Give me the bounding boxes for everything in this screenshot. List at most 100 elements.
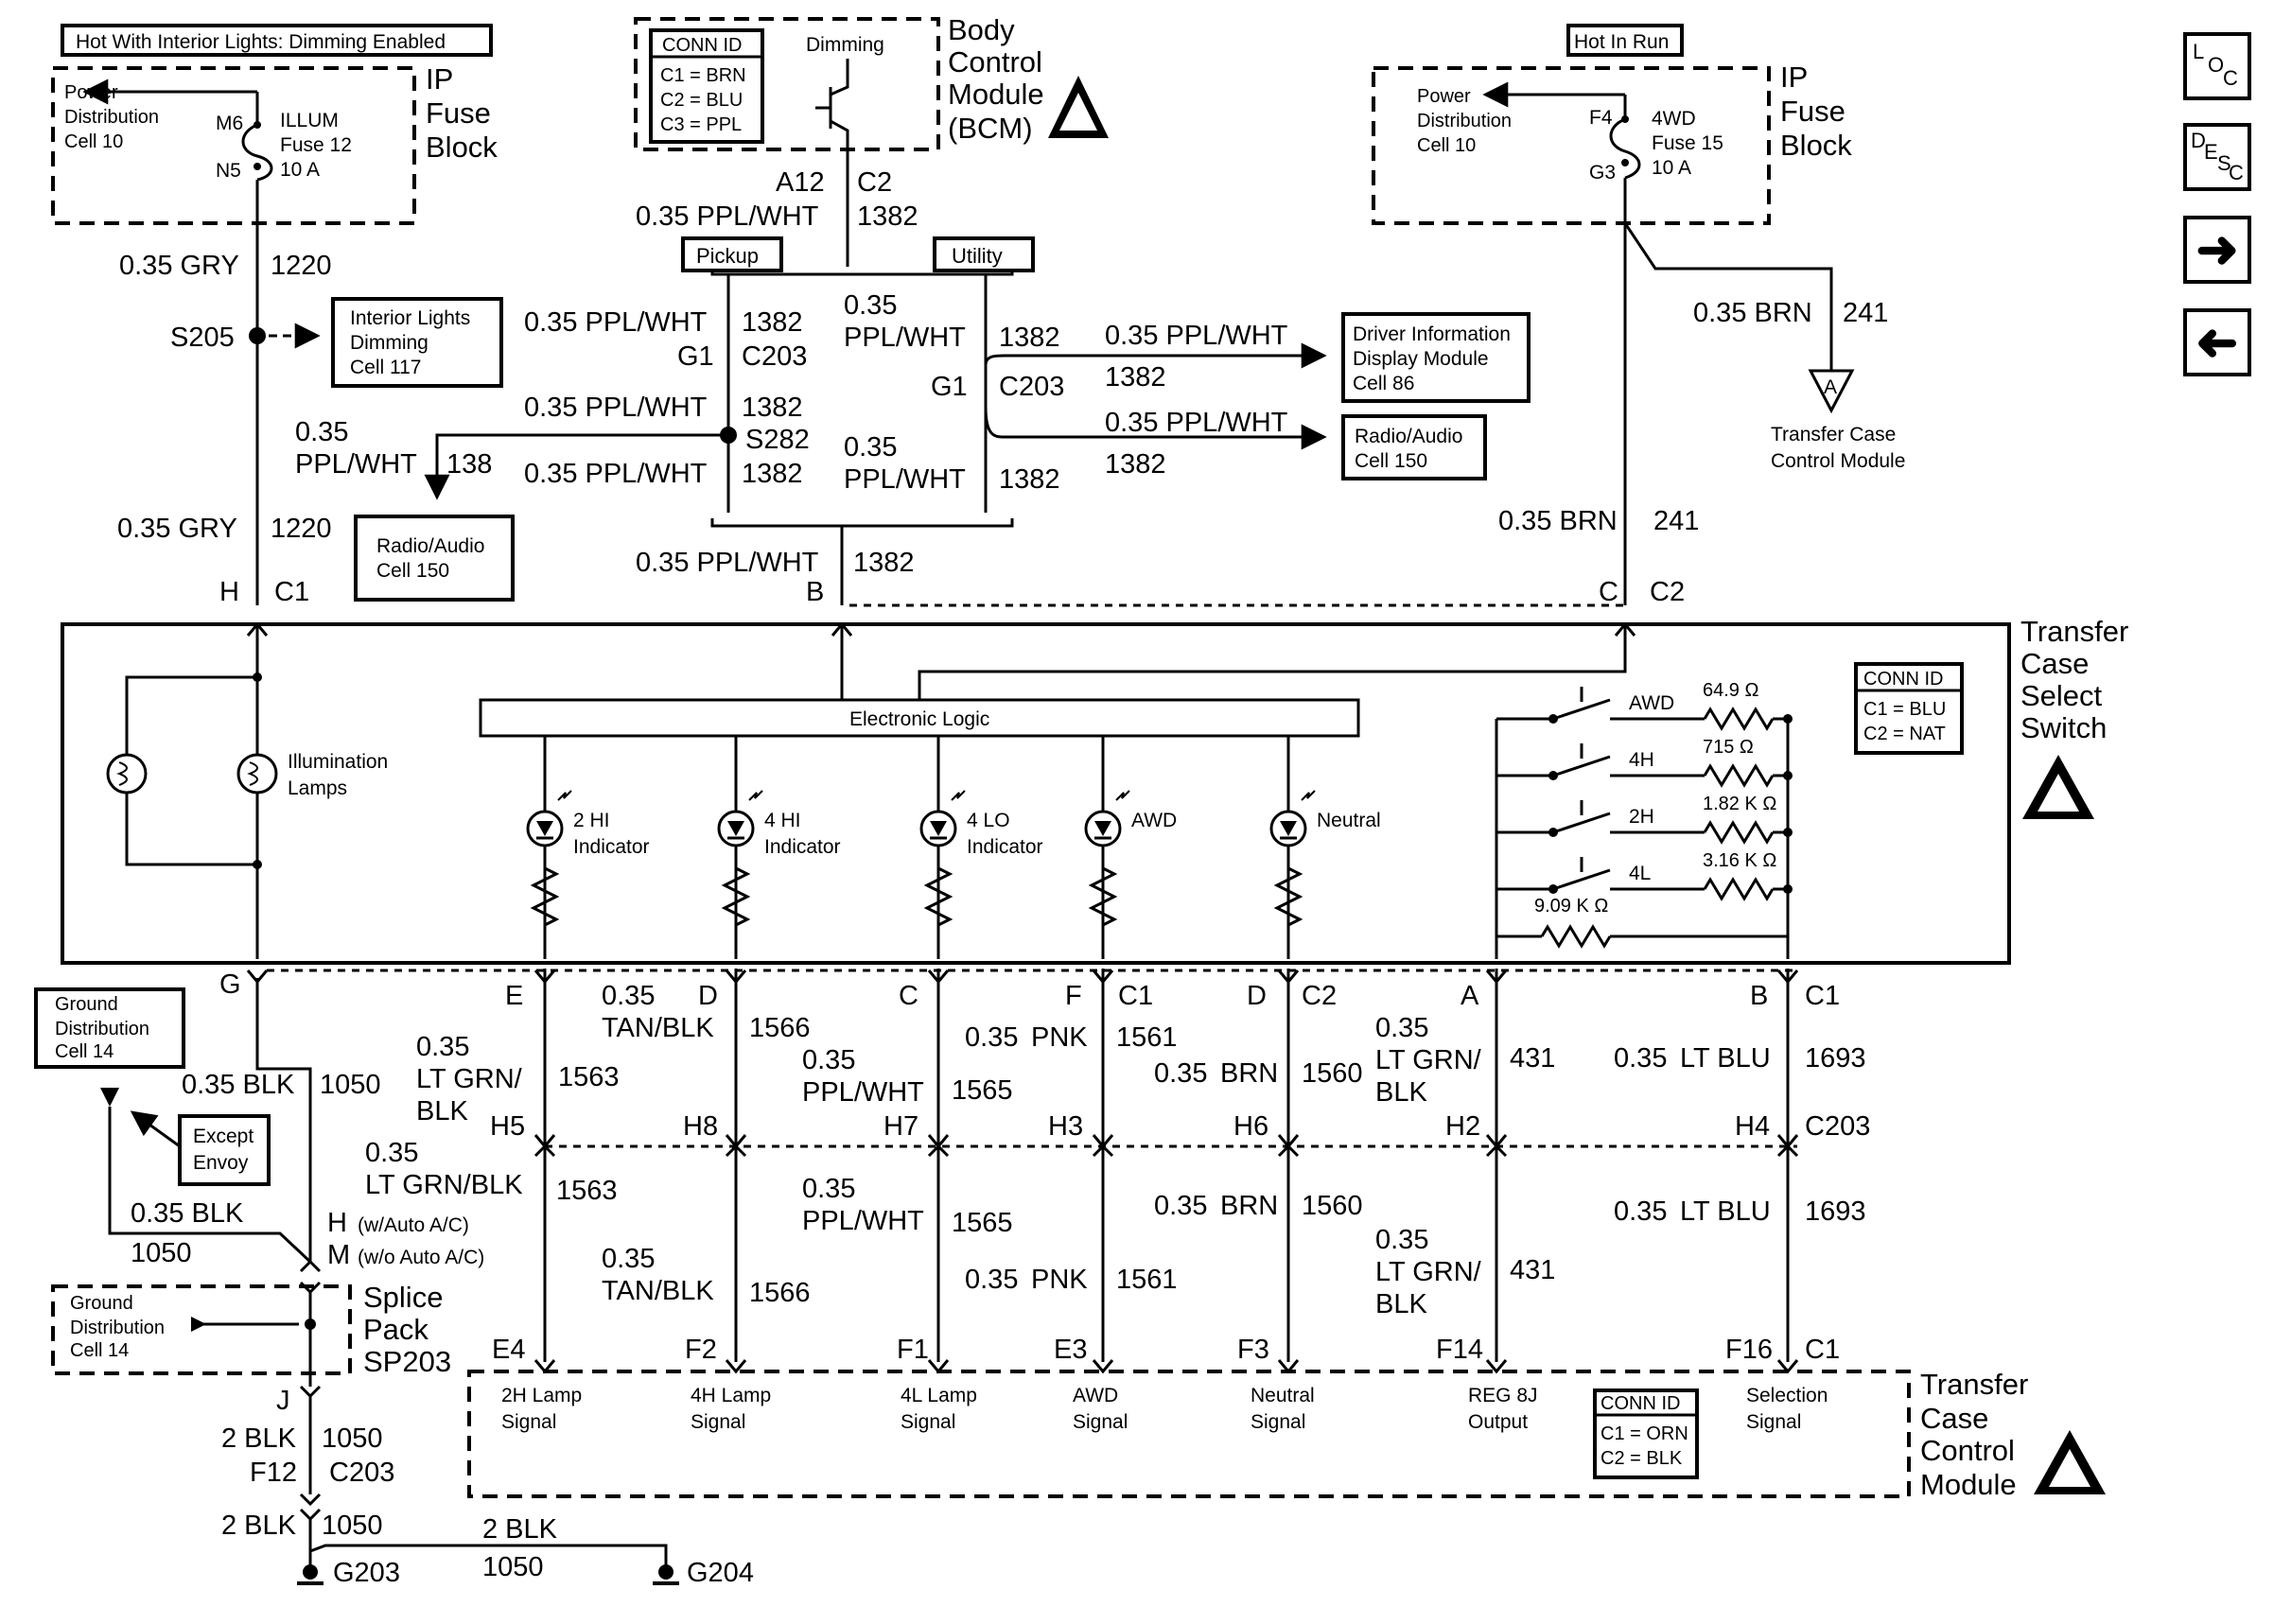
tccm-conn-id: CONN ID — [1601, 1393, 1680, 1414]
pin-j: J — [276, 1386, 290, 1416]
esd-icon-tccm — [2034, 1430, 2106, 1494]
pin-e: E — [505, 981, 523, 1011]
blk2c-circuit: 1050 — [482, 1552, 544, 1582]
blk2c-color: 2 BLK — [482, 1514, 558, 1545]
radio-right-1: Radio/Audio — [1355, 426, 1462, 447]
tccm-pin: F1 — [897, 1335, 929, 1365]
connector-pin: H7 — [883, 1111, 918, 1142]
next-button[interactable]: ➜ — [2183, 216, 2251, 284]
pickup-top-circuit: 1382 — [742, 307, 803, 338]
prev-button[interactable]: ➜ — [2183, 308, 2251, 376]
bcm-conn-c1: C1 = BRN — [660, 65, 746, 86]
wire-color: TAN/BLK — [602, 1276, 714, 1306]
radio-left-2: Cell 150 — [376, 560, 449, 582]
resistor-icon — [1088, 866, 1118, 927]
radio-right-2: Cell 150 — [1355, 450, 1427, 472]
utility-bot-color: PPL/WHT — [844, 464, 966, 495]
wire-color: PPL/WHT — [802, 1206, 924, 1236]
blk1050-a-circuit: 1050 — [320, 1070, 381, 1100]
block-left-2: Fuse — [426, 96, 491, 130]
blk2a-circuit: 1050 — [322, 1423, 383, 1454]
pin-f4: F4 — [1589, 107, 1613, 129]
wire-color: LT BLU — [1680, 1043, 1771, 1074]
g204-label: G204 — [687, 1558, 754, 1588]
switch-name-4: Switch — [2020, 711, 2107, 744]
pin-c1a: C1 — [1118, 981, 1153, 1011]
h-note: (w/Auto A/C) — [358, 1214, 469, 1236]
tccm-signal: 4L Lamp — [901, 1385, 977, 1406]
wire-1220-color-a: 0.35 GRY — [119, 251, 239, 281]
illum-1: Illumination — [288, 751, 388, 773]
tccm-signal: 4H Lamp — [691, 1385, 771, 1406]
tccm-pin: F14 — [1436, 1335, 1483, 1365]
wire-color: BLK — [1375, 1289, 1427, 1319]
tccm-pin: F16 — [1725, 1335, 1773, 1365]
power-dist-left-1: Power — [64, 82, 118, 103]
switch-conn-id: CONN ID — [1863, 669, 1943, 690]
mode-ohms: 715 Ω — [1703, 737, 1754, 758]
merge-circuit: 1382 — [853, 548, 915, 578]
tccm-ref-1: Transfer Case — [1771, 424, 1896, 445]
blk2b-color: 2 BLK — [221, 1510, 297, 1541]
wire-circuit: 431 — [1510, 1255, 1555, 1285]
wire-color: LT GRN/ — [416, 1064, 523, 1094]
indicator-sublabel: Indicator — [764, 836, 841, 858]
desc-button[interactable]: D E S C — [2183, 123, 2251, 191]
pin-f: F — [1065, 981, 1082, 1011]
wire-size: 0.35 — [416, 1032, 469, 1062]
blk1050-a-color: 0.35 BLK — [182, 1070, 295, 1100]
pin-c1-top: C1 — [274, 577, 309, 607]
wire-size: 0.35 — [1614, 1196, 1667, 1227]
brn-bot-circuit: 241 — [1653, 506, 1699, 536]
illum-2: Lamps — [288, 777, 347, 799]
splice-s282: S282 — [745, 425, 810, 455]
blk1050-b-circuit: 1050 — [131, 1238, 192, 1268]
pickup-bot-circuit: 1382 — [742, 459, 803, 489]
resistor-icon — [1273, 866, 1303, 927]
fuse-right-1: 4WD — [1652, 108, 1696, 130]
wire-size: 0.35 — [602, 1244, 655, 1274]
utility-c203: C203 — [999, 372, 1064, 402]
resistor-icon — [1703, 820, 1775, 845]
tccm-signal-sub: Signal — [1251, 1411, 1305, 1433]
wire-1220-color-b: 0.35 GRY — [117, 514, 237, 544]
tccm-pin: F2 — [685, 1335, 717, 1365]
indicator-label: 2 HI — [573, 810, 610, 831]
pin-h-top: H — [219, 577, 239, 607]
transistor-icon — [815, 59, 849, 149]
utility-top-size: 0.35 — [844, 290, 897, 321]
ground-icon-g203 — [297, 1564, 324, 1585]
brn-top-color: 0.35 BRN — [1693, 298, 1812, 328]
pin-c: C — [899, 981, 918, 1011]
radio-left-1: Radio/Audio — [376, 535, 484, 557]
bcm-wire-circuit: 1382 — [857, 201, 918, 232]
wire-circuit: 1565 — [952, 1208, 1013, 1238]
wire-circuit: 1563 — [556, 1176, 618, 1206]
tccm-pin: E3 — [1054, 1335, 1087, 1365]
wire-size: 0.35 — [1375, 1225, 1428, 1255]
bcm-block: CONN ID C1 = BRN C2 = BLU C3 = PPL Dimmi… — [634, 13, 1109, 151]
loc-icon: L O C — [2189, 38, 2246, 95]
base-ohms: 9.09 K Ω — [1534, 896, 1608, 917]
tccm-signal-sub: Signal — [901, 1411, 955, 1433]
tccm-name-4: Module — [1920, 1468, 2017, 1501]
pin-a: A — [1461, 981, 1479, 1011]
conn-c203-ground: C203 — [329, 1458, 394, 1488]
tccm-signal-sub: Signal — [1073, 1411, 1128, 1433]
wire-color: TAN/BLK — [602, 1013, 714, 1043]
g203-label: G203 — [333, 1558, 400, 1588]
block-right-2: Fuse — [1780, 95, 1845, 128]
wire-circuit: 1560 — [1302, 1058, 1363, 1089]
pickup-c203: C203 — [742, 341, 807, 372]
resistor-icon — [1703, 877, 1775, 901]
gd-splice-3: Cell 14 — [70, 1340, 129, 1361]
bcm-name-1: Body — [948, 13, 1015, 46]
lamp-icon-2 — [236, 753, 278, 795]
loc-button[interactable]: L O C — [2183, 32, 2251, 100]
gd-top-1: Ground — [55, 994, 118, 1015]
esd-icon-switch — [2022, 755, 2094, 819]
tccm-signal: REG 8J — [1468, 1385, 1538, 1406]
wire-color: PPL/WHT — [802, 1077, 924, 1108]
wire-circuit: 1561 — [1116, 1265, 1178, 1295]
